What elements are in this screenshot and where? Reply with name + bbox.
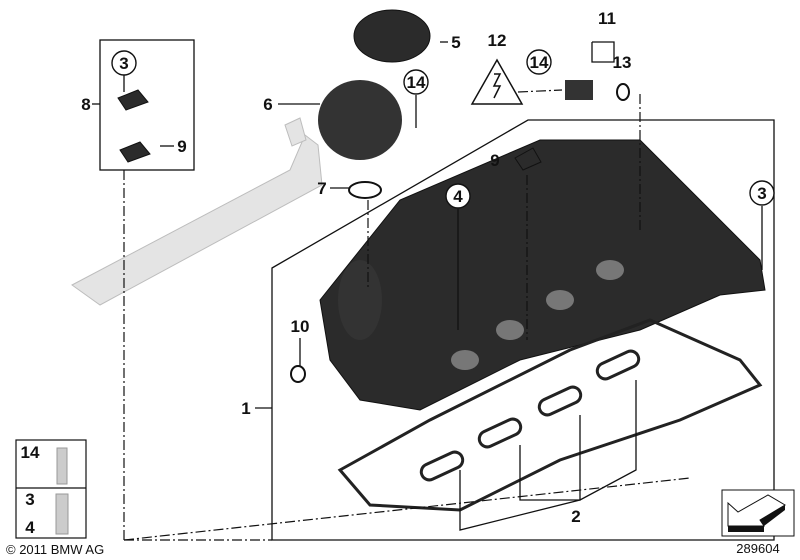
callout-circles — [111, 49, 775, 209]
callout-13: 13 — [613, 53, 632, 72]
callout-14-cap: 14 — [407, 73, 426, 92]
fastener-label-14: 14 — [21, 443, 40, 462]
diagram-number: 289604 — [736, 541, 779, 556]
callout-9-cover: 9 — [490, 151, 499, 170]
camshaft-sensor — [565, 80, 593, 100]
cylinder-head-cover — [319, 139, 766, 411]
clip-9 — [119, 141, 151, 163]
callout-1: 1 — [241, 399, 250, 418]
fuel-rail — [71, 117, 323, 306]
bolt-14-icon — [56, 447, 68, 485]
callout-11: 11 — [598, 9, 616, 28]
gasket — [337, 318, 763, 512]
callout-4: 4 — [453, 187, 463, 206]
fastener-box — [15, 439, 87, 539]
callout-5: 5 — [451, 33, 460, 52]
clip-3 — [117, 89, 149, 111]
callout-6: 6 — [263, 95, 272, 114]
callout-2: 2 — [571, 507, 580, 526]
clip-group-box — [99, 39, 195, 171]
vent-valve — [318, 80, 402, 160]
warning-triangle-icon — [470, 58, 524, 105]
o-ring-10 — [290, 365, 306, 383]
callout-12: 12 — [488, 31, 507, 50]
callout-3-cover: 3 — [757, 184, 766, 203]
fastener-label-3: 3 — [25, 490, 34, 509]
callout-10: 10 — [291, 317, 310, 336]
callout-3-clip: 3 — [119, 54, 128, 73]
leader-lines — [92, 41, 763, 531]
fastener-label-4: 4 — [25, 518, 35, 537]
oil-filler-cap — [353, 9, 431, 63]
spark-plug-seals — [419, 349, 641, 482]
clip-9-main — [514, 147, 542, 171]
callout-9-clip: 9 — [177, 137, 186, 156]
arrow-navigation-icon[interactable] — [721, 489, 795, 537]
assembly-frame — [271, 119, 775, 541]
sensor-o-ring — [616, 83, 630, 101]
callout-7: 7 — [317, 179, 326, 198]
o-ring-7 — [348, 181, 382, 199]
dash-leaders — [123, 89, 691, 541]
copyright: © 2011 BMW AG — [6, 542, 104, 557]
callout-8: 8 — [81, 95, 90, 114]
callout-14-sensor: 14 — [530, 53, 549, 72]
bolt-3-4-icon — [55, 493, 69, 535]
